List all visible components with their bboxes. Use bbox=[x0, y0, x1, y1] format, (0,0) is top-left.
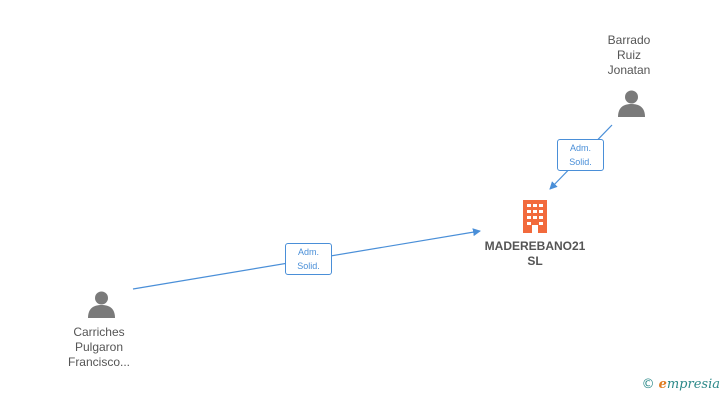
edge-label-left-line2: Solid. bbox=[297, 261, 320, 271]
edge-label-top[interactable]: Adm. Solid. bbox=[557, 139, 604, 171]
copyright-icon: © bbox=[641, 377, 655, 392]
person-left-label[interactable]: Carriches Pulgaron Francisco... bbox=[49, 325, 149, 370]
person-left-name-line1: Carriches bbox=[73, 325, 125, 339]
edge-label-top-line1: Adm. bbox=[569, 143, 591, 153]
person-icon[interactable] bbox=[87, 290, 116, 318]
brand-logo: ©empresia bbox=[642, 377, 720, 392]
edge-label-left[interactable]: Adm. Solid. bbox=[285, 243, 332, 275]
brand-initial: e bbox=[658, 377, 667, 392]
person-top-name-line1: Barrado bbox=[607, 33, 651, 47]
person-top-label[interactable]: Barrado Ruiz Jonatan bbox=[589, 33, 669, 78]
company-name-line2: SL bbox=[527, 254, 543, 268]
company-name-line1: MADEREBANO21 bbox=[484, 239, 586, 253]
person-left-name-line2: Pulgaron bbox=[74, 340, 124, 354]
person-icon[interactable] bbox=[617, 89, 646, 117]
edge-label-left-line1: Adm. bbox=[297, 247, 319, 257]
person-top-name-line2: Ruiz bbox=[616, 48, 641, 62]
company-label[interactable]: MADEREBANO21 SL bbox=[470, 239, 600, 269]
person-top-name-line3: Jonatan bbox=[607, 63, 651, 77]
brand-name: mpresia bbox=[666, 377, 720, 392]
person-left-name-line3: Francisco... bbox=[67, 355, 130, 369]
building-icon[interactable] bbox=[520, 200, 550, 233]
edge-label-top-line2: Solid. bbox=[569, 157, 592, 167]
